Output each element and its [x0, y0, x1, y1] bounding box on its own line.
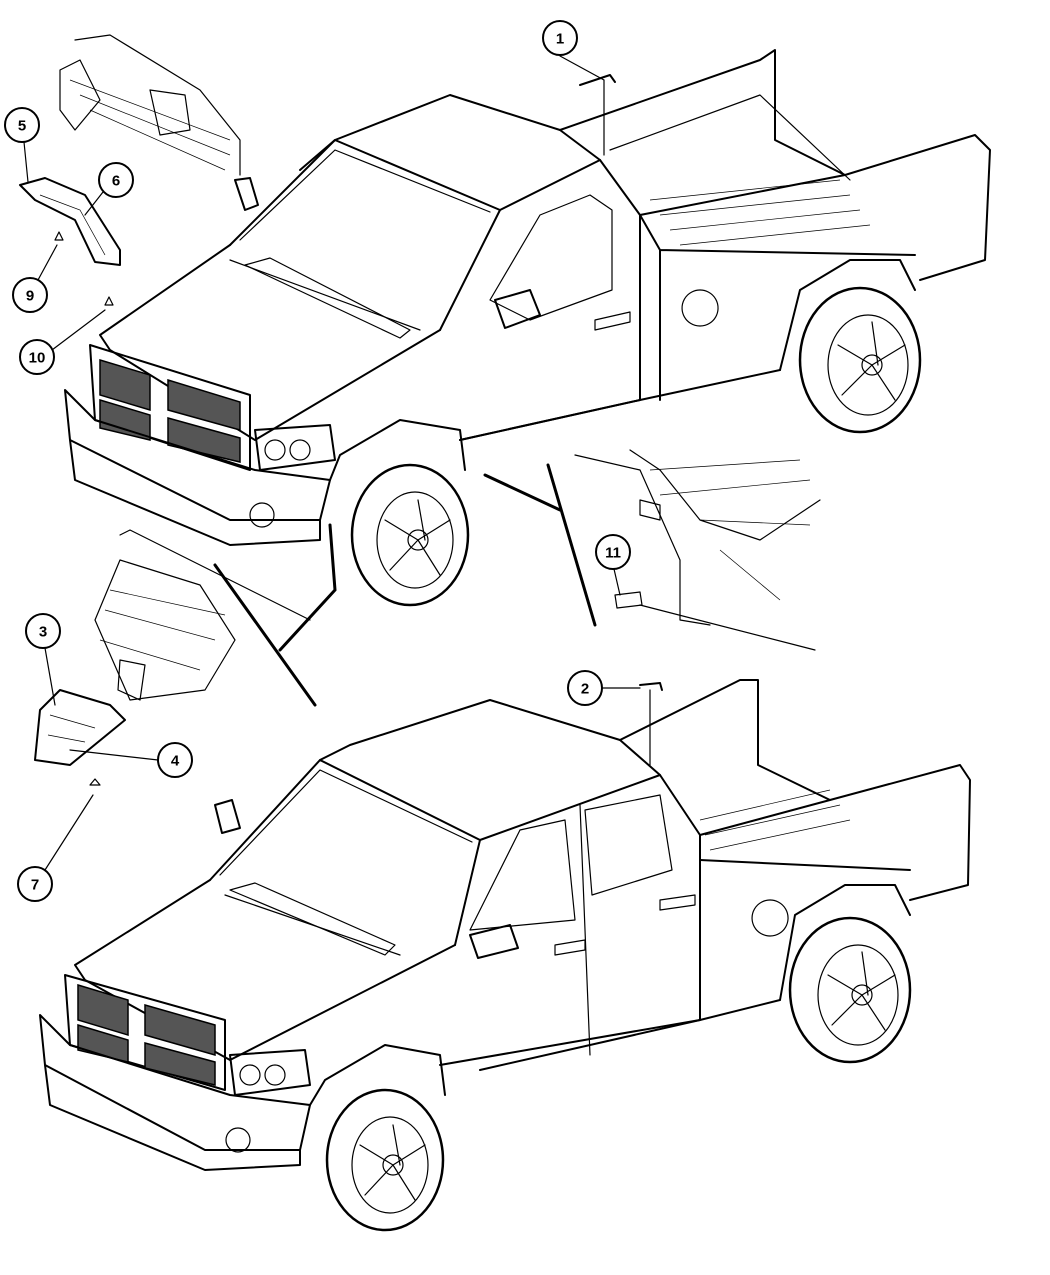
callout-9-label: 9 — [26, 288, 34, 305]
callout-2: 2 — [567, 670, 651, 766]
callout-4-label: 4 — [171, 753, 180, 770]
part-2-strip — [639, 682, 663, 691]
callout-11-label: 11 — [605, 545, 621, 562]
inset-connector-line — [213, 563, 317, 707]
callout-9: 9 — [12, 244, 58, 313]
callout-4: 4 — [69, 742, 193, 778]
fender-flare-detail-top — [19, 34, 241, 306]
callout-10-label: 10 — [29, 350, 46, 367]
fender-flare-detail-bottom — [34, 529, 311, 786]
callout-5: 5 — [4, 107, 40, 183]
callout-3-label: 3 — [39, 624, 47, 641]
regular-cab-truck-illustration — [64, 49, 991, 607]
callout-3: 3 — [25, 613, 61, 706]
callout-2-label: 2 — [581, 681, 589, 698]
inset-connector-line — [546, 463, 597, 627]
part-1-strip — [579, 74, 616, 86]
quad-cab-truck-illustration — [39, 679, 971, 1232]
callout-10: 10 — [19, 309, 106, 375]
door-hinge-detail — [574, 449, 821, 651]
callout-11: 11 — [595, 534, 631, 596]
callout-1-label: 1 — [556, 31, 564, 48]
inset-connector-line — [483, 473, 562, 512]
callout-6: 6 — [84, 162, 134, 216]
callout-7-label: 7 — [31, 877, 39, 894]
inset-connector-line — [278, 523, 337, 652]
callout-6-label: 6 — [112, 173, 120, 190]
callout-7: 7 — [17, 794, 94, 902]
callout-5-label: 5 — [18, 118, 26, 135]
callout-1: 1 — [542, 20, 605, 156]
